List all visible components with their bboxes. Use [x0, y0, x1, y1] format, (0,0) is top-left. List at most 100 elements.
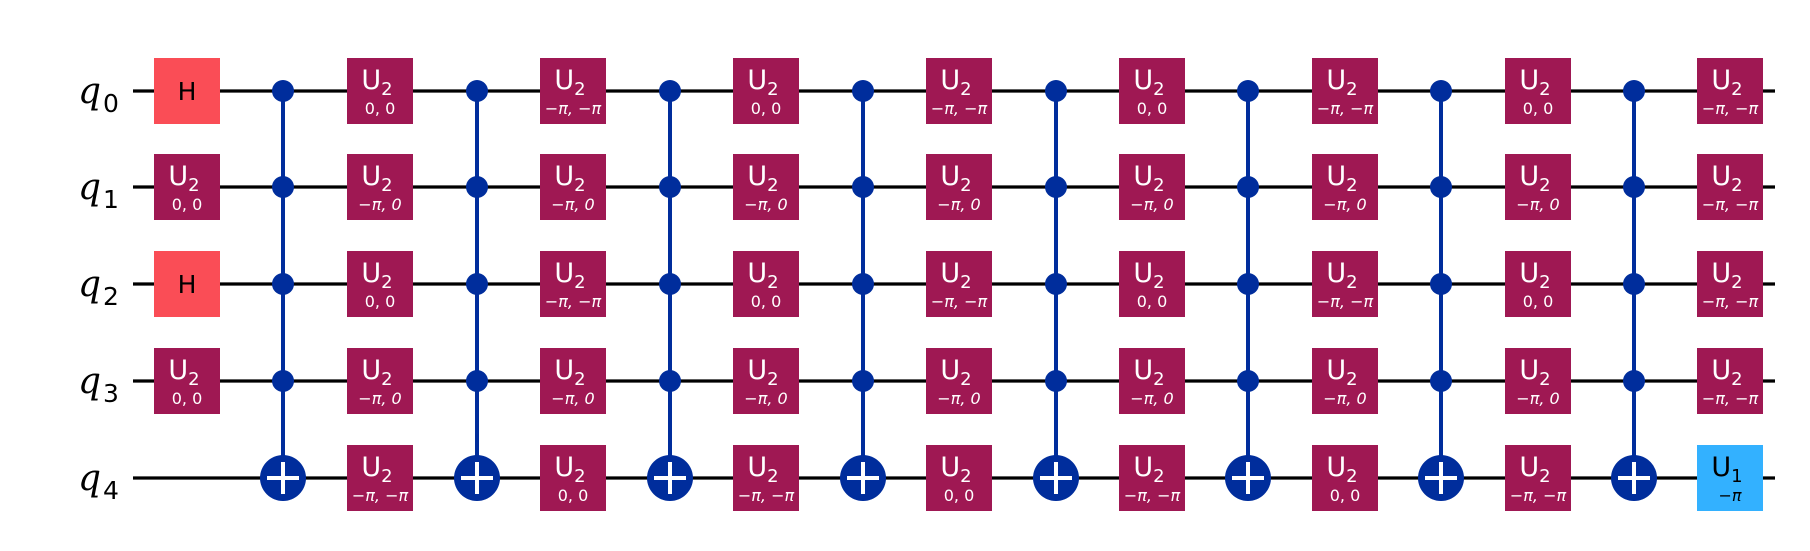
gate-box: [1697, 58, 1763, 124]
control-dot: [1237, 176, 1259, 198]
gate-name: U2: [1711, 355, 1742, 390]
control-dot: [272, 273, 294, 295]
gate-params: 0, 0: [944, 486, 975, 505]
gate-params: −π, −π: [1702, 389, 1759, 408]
gate-subscript: 2: [960, 79, 971, 100]
gate-params: 0, 0: [558, 486, 589, 505]
gate-subscript: 2: [1346, 466, 1357, 487]
gate-letter: U: [1519, 258, 1539, 289]
gate-params: −π, 0: [1516, 389, 1559, 408]
gate-params: 0, 0: [1523, 292, 1554, 311]
u2-gate: U2−π, −π: [347, 445, 413, 511]
gate-subscript: 2: [960, 272, 971, 293]
gate-name: U2: [1133, 161, 1164, 196]
gate-box: [1505, 348, 1571, 414]
u2-gate: U2−π, −π: [540, 58, 606, 124]
gate-subscript: 2: [1539, 369, 1550, 390]
control-dot: [466, 176, 488, 198]
qubit-symbol: q: [78, 458, 101, 499]
gate-params: −π, 0: [358, 195, 401, 214]
control-dot: [1237, 80, 1259, 102]
gate-letter: U: [1711, 355, 1731, 386]
control-dot: [659, 176, 681, 198]
gate-name: U2: [747, 161, 778, 196]
gate-name: H: [178, 77, 197, 106]
gate-subscript: 2: [1539, 272, 1550, 293]
gate-box: [1505, 58, 1571, 124]
gate-box: [1505, 251, 1571, 317]
gate-name: U2: [361, 65, 392, 100]
gate-name: U2: [168, 161, 199, 196]
gate-box: [1697, 348, 1763, 414]
gate-letter: U: [940, 65, 960, 96]
gate-name: U1: [1711, 452, 1742, 487]
gate-box: [1119, 251, 1185, 317]
gate-subscript: 1: [1731, 466, 1742, 487]
gate-subscript: 2: [960, 175, 971, 196]
gate-letter: U: [361, 258, 381, 289]
control-dot: [1430, 80, 1452, 102]
h-gate: H: [154, 251, 220, 317]
qubit-symbol: q: [78, 361, 101, 402]
gate-letter: U: [1326, 65, 1346, 96]
gate-params: −π, 0: [937, 389, 980, 408]
gate-letter: U: [1519, 161, 1539, 192]
u2-gate: U2−π, −π: [1505, 445, 1571, 511]
multi-controlled-x-gate: [840, 80, 886, 501]
gate-params: −π, 0: [551, 389, 594, 408]
control-dot: [1623, 80, 1645, 102]
gate-box: [733, 251, 799, 317]
u2-gate: U20, 0: [154, 348, 220, 414]
gate-name: U2: [940, 355, 971, 390]
gate-subscript: 2: [1731, 272, 1742, 293]
gate-name: U2: [747, 65, 778, 100]
gate-box: [347, 58, 413, 124]
gate-name: U2: [1133, 258, 1164, 293]
gate-box: [154, 154, 220, 220]
u2-gate: U2−π, 0: [347, 348, 413, 414]
gate-params: −π, −π: [352, 486, 409, 505]
gate-letter: U: [747, 452, 767, 483]
u2-gate: U20, 0: [1119, 251, 1185, 317]
u2-gate: U2−π, 0: [1312, 348, 1378, 414]
control-dot: [272, 370, 294, 392]
gate-box: [1119, 348, 1185, 414]
gate-name: U2: [1326, 355, 1357, 390]
gate-params: 0, 0: [1523, 99, 1554, 118]
gate-params: 0, 0: [365, 292, 396, 311]
gate-subscript: 2: [188, 369, 199, 390]
u2-gate: U20, 0: [926, 445, 992, 511]
gate-letter: U: [1326, 452, 1346, 483]
gate-subscript: 2: [960, 466, 971, 487]
control-dot: [1623, 370, 1645, 392]
u2-gate: U2−π, 0: [347, 154, 413, 220]
gate-subscript: 2: [1731, 369, 1742, 390]
gate-subscript: 2: [1346, 175, 1357, 196]
control-dot: [1045, 80, 1067, 102]
gate-params: −π, 0: [551, 195, 594, 214]
u2-gate: U2−π, 0: [926, 348, 992, 414]
gate-subscript: 2: [1539, 79, 1550, 100]
gate-subscript: 2: [767, 369, 778, 390]
gate-name: U2: [940, 161, 971, 196]
u2-gate: U2−π, 0: [1119, 154, 1185, 220]
gate-letter: U: [554, 258, 574, 289]
gate-box: [540, 348, 606, 414]
gate-box: [1119, 58, 1185, 124]
gate-name: U2: [554, 161, 585, 196]
gate-params: −π, −π: [545, 99, 602, 118]
u2-gate: U2−π, −π: [1697, 58, 1763, 124]
gate-letter: U: [361, 161, 381, 192]
gate-params: −π, −π: [738, 486, 795, 505]
gate-box: [926, 348, 992, 414]
gate-name: U2: [1519, 161, 1550, 196]
gate-params: −π, 0: [1130, 389, 1173, 408]
gate-subscript: 2: [1346, 369, 1357, 390]
gate-subscript: 2: [381, 79, 392, 100]
gate-box: [347, 445, 413, 511]
gate-params: −π, 0: [744, 389, 787, 408]
gate-letter: U: [940, 452, 960, 483]
